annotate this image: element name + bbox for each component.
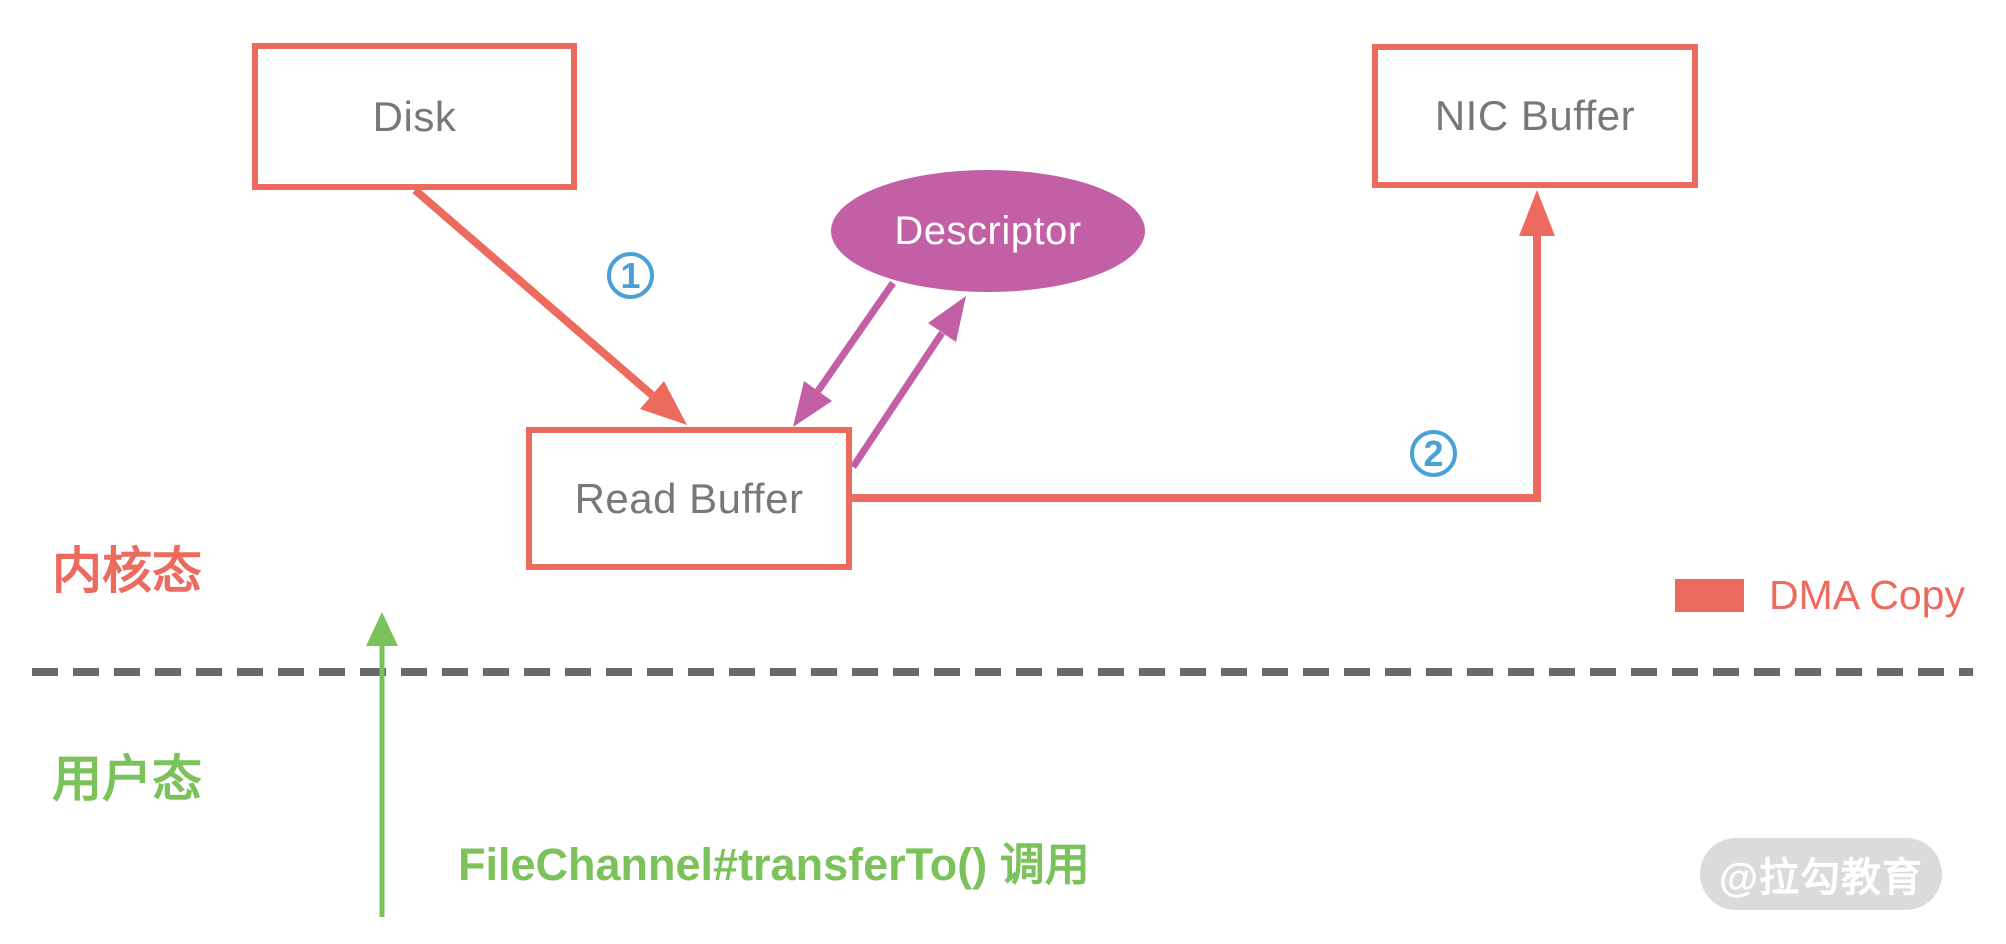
disk-node-label: Disk bbox=[372, 92, 457, 140]
dma-copy-legend-label: DMA Copy bbox=[1769, 572, 1965, 618]
dma-copy-1-arrowhead bbox=[640, 381, 687, 425]
read-buffer-to-descriptor-line bbox=[850, 331, 945, 469]
step-1-badge: 1 bbox=[607, 252, 654, 299]
dma-copy-1-arrow-line bbox=[412, 186, 655, 399]
step-2-badge: 2 bbox=[1410, 430, 1457, 477]
descriptor-to-read-buffer-arrowhead bbox=[793, 381, 832, 427]
dma-copy-color-swatch bbox=[1675, 579, 1744, 612]
transfer-call-arrowhead bbox=[366, 612, 398, 646]
descriptor-node: Descriptor bbox=[831, 170, 1145, 292]
descriptor-to-read-buffer-line bbox=[815, 281, 896, 393]
read-buffer-node-label: Read Buffer bbox=[574, 474, 804, 522]
transfer-call-label: FileChannel#transferTo() 调用 bbox=[458, 839, 1090, 890]
read-buffer-to-descriptor-arrowhead bbox=[928, 296, 966, 342]
nic-buffer-node-label: NIC Buffer bbox=[1434, 92, 1636, 139]
kernel-mode-label: 内核态 bbox=[52, 543, 202, 599]
watermark-text: @拉勾教育 bbox=[1718, 856, 1923, 900]
disk-node: Disk bbox=[252, 43, 577, 190]
watermark-badge: @拉勾教育 bbox=[1700, 838, 1942, 910]
user-mode-label: 用户态 bbox=[52, 751, 202, 807]
step-2-number: 2 bbox=[1423, 432, 1444, 474]
step-1-number: 1 bbox=[620, 254, 641, 296]
legend: DMA Copy bbox=[1675, 575, 1965, 616]
read-buffer-node: Read Buffer bbox=[526, 427, 852, 570]
nic-buffer-node: NIC Buffer bbox=[1372, 44, 1698, 188]
descriptor-node-label: Descriptor bbox=[894, 208, 1082, 253]
dma-copy-2-arrow-line bbox=[852, 235, 1541, 502]
dma-copy-2-arrowhead bbox=[1519, 190, 1555, 236]
